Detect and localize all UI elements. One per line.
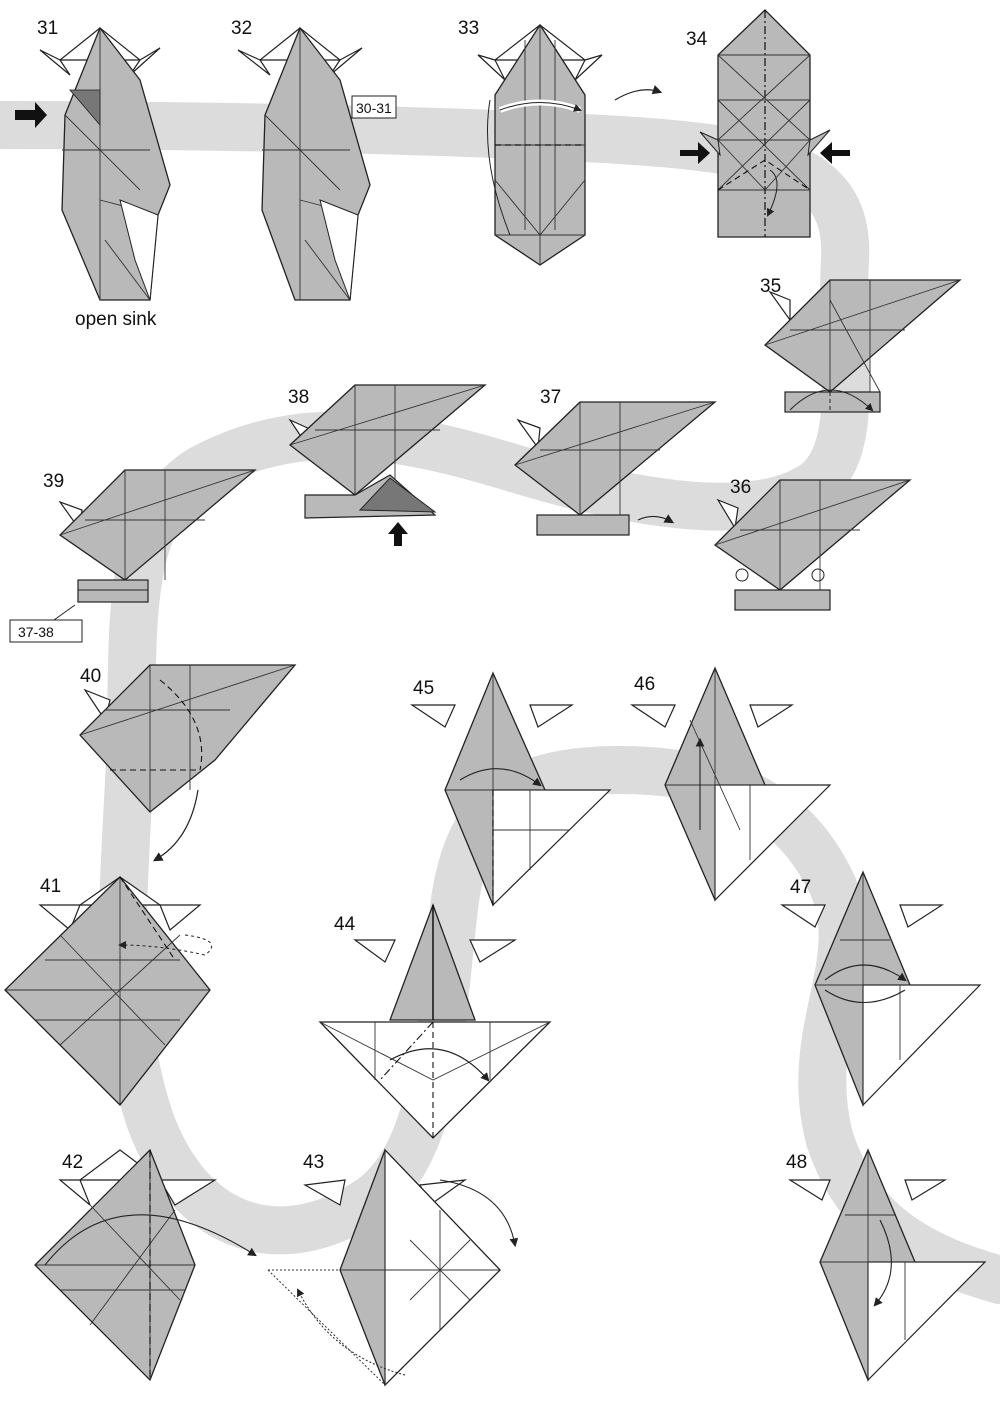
step-48 bbox=[787, 1148, 987, 1382]
step-number: 44 bbox=[334, 914, 356, 935]
step-36 bbox=[713, 479, 912, 611]
step-number: 31 bbox=[37, 18, 58, 39]
step-number: 39 bbox=[43, 471, 64, 492]
step-number: 36 bbox=[730, 477, 751, 498]
step-35 bbox=[764, 279, 962, 413]
step-number: 48 bbox=[786, 1152, 807, 1173]
step-31 bbox=[15, 26, 171, 301]
push-arrow-icon bbox=[15, 102, 47, 128]
reference-label: 37-38 bbox=[18, 624, 54, 640]
step-38 bbox=[288, 384, 487, 546]
reference-box: 30-31 bbox=[351, 95, 397, 119]
step-number: 32 bbox=[231, 18, 252, 39]
step-47 bbox=[780, 870, 982, 1107]
step-32 bbox=[237, 26, 371, 301]
step-39 bbox=[39, 469, 257, 631]
step-33 bbox=[477, 23, 663, 266]
step-number: 33 bbox=[458, 18, 479, 39]
step-number: 42 bbox=[62, 1152, 83, 1173]
push-arrow-icon bbox=[388, 522, 408, 546]
step-number: 45 bbox=[413, 678, 434, 699]
push-arrow-icon bbox=[820, 142, 850, 164]
step-number: 38 bbox=[288, 387, 309, 408]
step-41 bbox=[4, 876, 213, 1106]
step-37 bbox=[514, 401, 717, 536]
step-number: 47 bbox=[790, 877, 811, 898]
step-number: 34 bbox=[686, 29, 708, 50]
reference-label: 30-31 bbox=[356, 100, 392, 116]
step-number: 35 bbox=[760, 276, 781, 297]
step-number: 43 bbox=[303, 1152, 324, 1173]
step-43 bbox=[267, 1148, 519, 1387]
step-45 bbox=[410, 671, 612, 907]
reference-box: 37-38 bbox=[9, 619, 83, 643]
step-number: 40 bbox=[80, 666, 101, 687]
step-number: 46 bbox=[634, 674, 655, 695]
step-46 bbox=[630, 666, 832, 902]
step-number: 41 bbox=[40, 876, 61, 897]
step-40 bbox=[79, 664, 297, 862]
step-34 bbox=[680, 9, 850, 238]
push-arrow-icon bbox=[680, 142, 710, 164]
step-44 bbox=[318, 903, 552, 1139]
step-42 bbox=[34, 1148, 257, 1382]
step-number: 37 bbox=[540, 387, 561, 408]
step-annotation: open sink bbox=[75, 309, 157, 330]
